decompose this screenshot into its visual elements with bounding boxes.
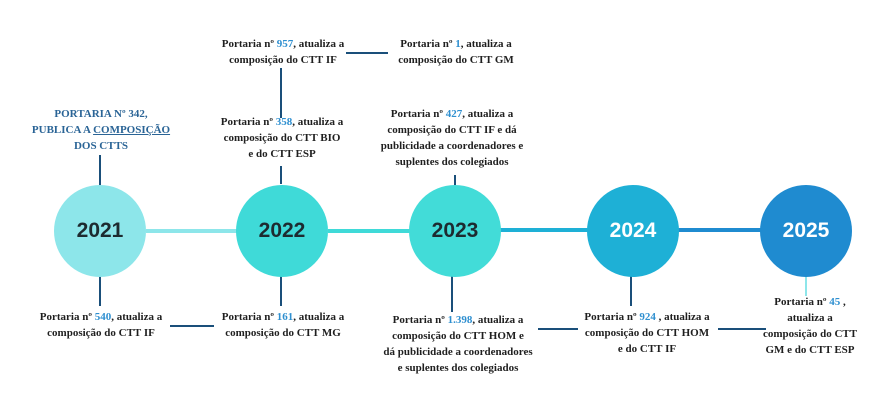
timeline-segment-2 — [328, 229, 412, 233]
headline-line1: PORTARIA Nº 342, — [54, 108, 148, 120]
portaria-number: 1 — [455, 38, 461, 50]
year-2024-circle: 2024 — [587, 185, 679, 277]
year-2022-label: 2022 — [258, 219, 306, 242]
connector-2022-top-lower — [280, 166, 282, 184]
note-427: Portaria nº 427, atualiza a composição d… — [380, 108, 524, 168]
year-2022-circle: 2022 — [236, 185, 328, 277]
note-540: Portaria nº 540, atualiza a composição d… — [39, 311, 163, 339]
portaria-number: 427 — [445, 108, 463, 120]
connector-2023-top — [454, 175, 456, 185]
year-2024-label: 2024 — [609, 219, 657, 242]
portaria-number: 1.398 — [447, 314, 473, 326]
timeline-segment-1 — [146, 229, 238, 233]
portaria-number: 957 — [276, 38, 294, 50]
timeline-segment-3 — [500, 228, 590, 232]
connector-1398 — [538, 328, 578, 330]
timeline-segment-4 — [678, 228, 762, 232]
headline-line3: DOS CTTS — [73, 140, 129, 152]
headline-342: PORTARIA Nº 342, PUBLICA A COMPOSIÇÃO DO… — [20, 106, 182, 154]
portaria-number: 161 — [276, 311, 294, 323]
connector-924 — [718, 328, 766, 330]
portaria-number: 358 — [275, 116, 293, 128]
year-2023-label: 2023 — [431, 219, 479, 242]
note-45: Portaria nº 45 , atualiza a composição d… — [762, 296, 858, 356]
headline-line2: PUBLICA A COMPOSIÇÃO — [31, 124, 171, 136]
connector-540 — [170, 325, 214, 327]
connector-2021-top — [99, 155, 101, 185]
connector-2024-bottom — [630, 276, 632, 306]
connector-2025-bottom — [805, 276, 807, 296]
year-2021-label: 2021 — [76, 219, 124, 242]
year-2025-label: 2025 — [782, 219, 830, 242]
note-1: Portaria nº 1, atualiza a composição do … — [398, 38, 514, 66]
year-2025-circle: 2025 — [760, 185, 852, 277]
year-2021-circle: 2021 — [54, 185, 146, 277]
note-1398: Portaria nº 1.398, atualiza a composição… — [383, 314, 533, 374]
note-924: Portaria nº 924 , atualiza a composição … — [584, 311, 710, 355]
note-358: Portaria nº 358, atualiza a composição d… — [220, 116, 344, 160]
connector-2023-bottom — [451, 276, 453, 312]
year-2023-circle: 2023 — [409, 185, 501, 277]
headline-underlined: COMPOSIÇÃO — [93, 124, 171, 136]
note-161: Portaria nº 161, atualiza a composição d… — [221, 311, 345, 339]
connector-2021-bottom — [99, 276, 101, 306]
portaria-number: 540 — [94, 311, 112, 323]
portaria-number: 45 — [829, 296, 841, 308]
note-957: Portaria nº 957, atualiza a composição d… — [221, 38, 345, 66]
portaria-number: 924 — [639, 311, 656, 323]
connector-957-1 — [346, 52, 388, 54]
connector-2022-top-upper — [280, 68, 282, 118]
connector-2022-bottom — [280, 276, 282, 306]
